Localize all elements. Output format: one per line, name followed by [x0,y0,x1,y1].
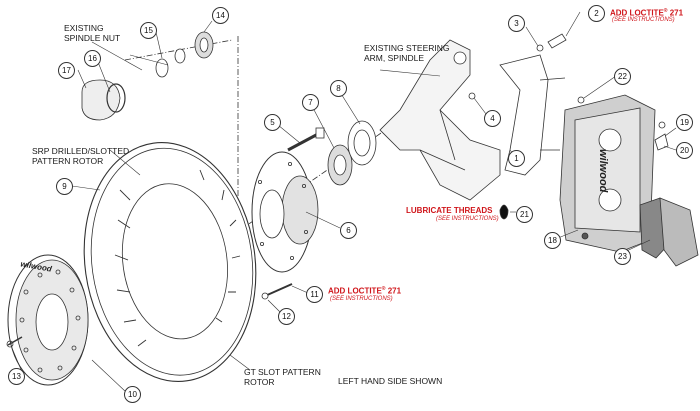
label-loctite-top-sub: (SEE INSTRUCTIONS) [612,17,675,23]
label-srp-rotor: SRP DRILLED/SLOTTED PATTERN ROTOR [32,146,130,166]
callout-5: 5 [264,114,281,131]
label-loctite-top-reg: ® [663,8,668,14]
label-loctite-top: ADD LOCTITE® 271 [610,7,683,18]
callout-23: 23 [614,248,631,265]
callout-6: 6 [340,222,357,239]
callout-22: 22 [614,68,631,85]
spindle [379,39,501,201]
label-loctite-mid-reg: ® [381,286,386,292]
callout-21: 21 [516,206,533,223]
label-lubricate-sub: (SEE INSTRUCTIONS) [436,216,499,222]
callout-14: 14 [212,7,229,24]
bolt [264,127,325,297]
label-srp-rotor-line1: SRP DRILLED/SLOTTED [32,146,130,156]
label-loctite-mid-num: 271 [387,286,402,296]
callout-12: 12 [278,308,295,325]
callout-18: 18 [544,232,561,249]
rotor-hat [7,254,89,386]
callout-20: 20 [676,142,693,159]
callout-8: 8 [330,80,347,97]
label-srp-rotor-line2: PATTERN ROTOR [32,155,104,166]
axis-line-upper [124,39,233,61]
callout-2: 2 [588,5,605,22]
callout-3: 3 [508,15,525,32]
label-spindle-nut-line1: EXISTING [64,23,104,33]
callout-10: 10 [124,386,141,403]
callout-17: 17 [58,62,75,79]
label-gt-rotor: GT SLOT PATTERN ROTOR [244,367,321,387]
label-loctite-mid-text: ADD LOCTITE [328,286,382,296]
callout-7: 7 [302,94,319,111]
label-loctite-mid: ADD LOCTITE® 271 [328,285,401,296]
brake-pads [639,197,699,267]
label-loctite-top-text: ADD LOCTITE [610,8,664,18]
label-spindle-nut: EXISTING SPINDLE NUT [64,23,121,43]
rotor-disc [83,142,257,382]
callout-13: 13 [8,368,25,385]
callout-19: 19 [676,114,693,131]
callout-15: 15 [140,22,157,39]
label-spindle-nut-line2: SPINDLE NUT [64,32,121,43]
label-steering-arm: EXISTING STEERING ARM, SPINDLE [364,43,450,63]
label-left-hand-side: LEFT HAND SIDE SHOWN [338,376,443,386]
caliper-brand-logo: wilwood [597,149,609,193]
caliper-bracket [499,54,566,176]
label-steering-arm-line2: ARM, SPINDLE [364,52,424,63]
label-lubricate: LUBRICATE THREADS [406,206,493,215]
hub [251,151,319,273]
callout-9: 9 [56,178,73,195]
callout-11: 11 [306,286,323,303]
label-loctite-top-num: 271 [669,8,684,18]
callout-4: 4 [484,110,501,127]
callout-1: 1 [508,150,525,167]
callout-16: 16 [84,50,101,67]
dust-cap [81,79,126,121]
bearing-set [155,31,377,186]
label-steering-arm-line1: EXISTING STEERING [364,43,450,53]
caliper-body [559,94,656,253]
label-gt-rotor-line1: GT SLOT PATTERN [244,367,321,377]
label-gt-rotor-line2: ROTOR [244,376,275,387]
label-loctite-mid-sub: (SEE INSTRUCTIONS) [330,296,393,302]
